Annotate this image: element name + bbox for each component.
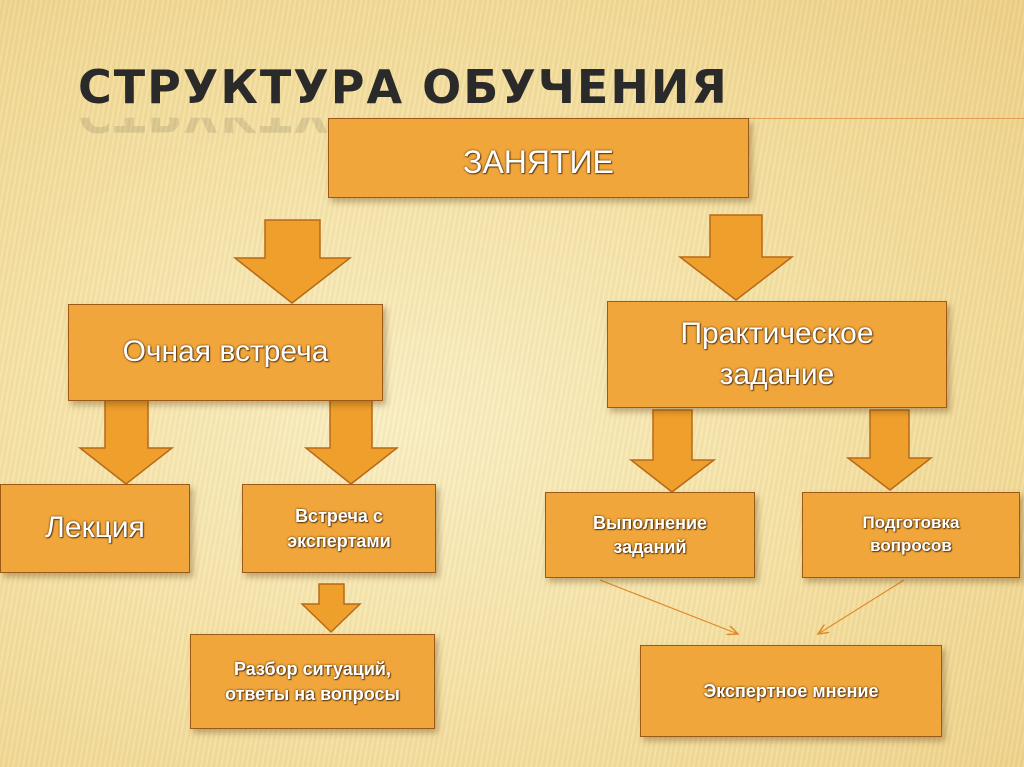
title-rule	[578, 118, 1024, 119]
thin-arrow-task-to-opinion	[599, 579, 738, 634]
arrow-root-to-in-person	[232, 219, 353, 304]
node-root-lesson: ЗАНЯТИЕ	[328, 118, 749, 198]
arrow-experts-to-case-analysis	[300, 583, 362, 634]
arrow-in-person-to-experts	[303, 399, 400, 485]
node-question-prep: Подготовка вопросов	[802, 492, 1020, 578]
arrow-in-person-to-lecture	[77, 399, 175, 485]
arrow-practical-to-question-prep	[845, 409, 934, 491]
node-case-analysis: Разбор ситуаций, ответы на вопросы	[190, 634, 435, 729]
node-expert-opinion: Экспертное мнение	[640, 645, 942, 737]
node-in-person-meeting: Очная встреча	[68, 304, 383, 401]
node-lecture: Лекция	[0, 484, 190, 573]
slide-title: СТРУКТУРА ОБУЧЕНИЯ	[78, 60, 729, 114]
arrow-root-to-practical	[677, 214, 795, 301]
node-practical-task: Практическое задание	[607, 301, 947, 408]
arrow-practical-to-task-completion	[628, 409, 717, 493]
node-task-completion: Выполнение заданий	[545, 492, 755, 578]
node-experts-meeting: Встреча с экспертами	[242, 484, 436, 573]
thin-arrow-questions-to-opinion	[818, 579, 905, 634]
